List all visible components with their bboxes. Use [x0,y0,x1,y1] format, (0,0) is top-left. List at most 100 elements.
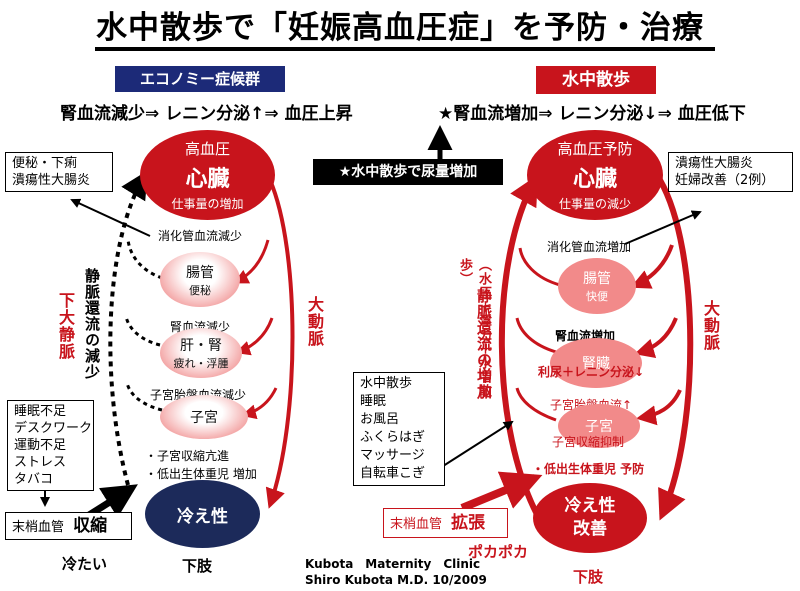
left-symptom-box: 便秘・下痢 潰瘍性大腸炎 [5,152,113,192]
right-activity-6: 自転車こぎ [360,466,426,481]
left-heart-line1: 高血圧 [184,140,230,158]
left-branch-liver [235,317,274,356]
right-heart-line1: 高血圧予防 [557,140,633,158]
left-vein-dotted-arrow [108,170,148,486]
right-activity-arrow [439,420,514,469]
left-peripheral-label: 末梢血管 [12,520,65,535]
right-digestive-flow: 消化管血流増加 [547,240,632,254]
left-uterus-circle: 子宮 [160,395,248,439]
left-cause-box: 睡眠不足 デスクワーク 運動不足 ストレス タバコ [7,400,94,491]
left-uterus-name: 子宮 [190,410,218,426]
right-activity-4: ふくらはぎ [360,430,426,445]
left-cold-circle: 冷え性 [145,480,260,548]
right-cold-circle: 冷え性 改善 [533,483,647,553]
left-dot-uterus [125,382,163,412]
left-branch-intestine [233,239,270,284]
title-underline [95,47,715,51]
right-uterus-sub: 子宮収縮抑制 [552,435,625,449]
right-cold-line2: 改善 [573,519,607,539]
right-kidney-circle: 腎臓 [550,338,642,388]
right-kidney-sub: 利尿＋レニン分泌↓ [538,365,645,379]
right-intestine-circle: 腸管 快便 [558,258,636,314]
left-aorta-label: 大動脈 [305,296,324,347]
right-intestine-sub: 快便 [586,290,608,303]
right-pressure-label: （水圧＋浮力＋水中散歩） [457,258,491,398]
left-cause-4: ストレス [14,455,67,470]
center-urine-banner: ★水中散歩で尿量増加 [313,159,503,185]
right-branch-vein-uterus [515,387,557,422]
left-badge: エコノミー症候群 [115,66,285,92]
right-badge: 水中散歩 [536,66,656,94]
left-lower-limb: 下肢 [182,557,213,575]
right-uterus-circle: 子宮 [558,404,640,448]
left-chain: 腎血流減少⇒ レニン分泌↑⇒ 血圧上昇 [60,104,353,124]
right-cold-line1: 冷え性 [564,496,616,516]
left-effect-1: ・子宮収縮亢進 [145,449,230,463]
right-activity-5: マッサージ [360,448,425,463]
left-liver-kidney-circle: 肝・腎 疲れ・浮腫 [160,328,242,378]
left-cold-feel: 冷たい [62,555,108,573]
left-effect-2: ・低出生体重児 増加 [145,467,257,481]
left-heart-circle: 高血圧 心臓 仕事量の増加 [140,130,275,220]
right-result-box: 潰瘍性大腸炎 妊婦改善（2例） [668,152,793,192]
right-heart-line2: 心臓 [572,167,617,192]
right-warm-feel: ポカポカ [468,543,529,561]
left-liver-kidney-sub: 疲れ・浮腫 [173,357,229,370]
left-aorta-arrow [265,179,295,509]
left-ivc-label: 下大静脈 [56,292,75,360]
credit-line-2: Shiro Kubota M.D. 10/2009 [305,573,487,587]
right-aorta-label: 大動脈 [701,300,720,351]
left-liver-kidney-name: 肝・腎 [180,338,222,354]
right-uterus-name: 子宮 [585,419,613,435]
left-intestine-sub: 便秘 [189,283,211,297]
right-heart-line3: 仕事量の減少 [558,197,631,211]
right-chain: ★腎血流増加⇒ レニン分泌↓⇒ 血圧低下 [438,104,746,124]
right-peripheral-label: 末梢血管 [390,517,443,532]
left-heart-line2: 心臓 [185,167,230,192]
right-branch-vein-intestine [518,247,561,287]
right-result-2: 妊婦改善（2例） [675,173,775,188]
right-vein-label: 静脈還流の増加 [475,288,493,400]
right-aorta-arrow [657,178,694,521]
right-thick-arrow [460,471,543,512]
right-activity-2: 睡眠 [360,394,387,409]
left-symptom-2: 潰瘍性大腸炎 [12,173,91,188]
right-branch-vein-kidney [515,317,557,354]
right-activity-1: 水中散歩 [360,376,413,391]
right-effect: ・低出生体重児 予防 [532,462,645,476]
left-cold-label: 冷え性 [177,506,228,527]
left-digestive-to-symptom-arrow [70,198,151,237]
right-kidney-name: 腎臓 [582,356,610,372]
left-heart-line3: 仕事量の増加 [171,197,244,211]
left-cause-5: タバコ [14,472,54,487]
left-dot-intestine [126,239,163,280]
left-branch-uterus [241,387,278,420]
left-peripheral-box: 末梢血管 収縮 [5,512,132,540]
right-heart-circle: 高血圧予防 心臓 仕事量の減少 [527,130,663,220]
right-lower-limb: 下肢 [573,568,604,586]
left-intestine-name: 腸管 [186,264,214,281]
credit-line-1: Kubota Maternity Clinic [305,557,481,571]
right-result-arrow [624,210,702,245]
left-cause-3: 運動不足 [14,438,67,453]
left-dot-liver [124,315,161,347]
left-vein-label: 静脈還流の減少 [83,268,101,380]
page-title: 水中散歩で「妊娠高血圧症」を予防・治療 [96,10,704,46]
left-digestive-flow: 消化管血流減少 [158,229,243,243]
left-cause-1: 睡眠不足 [14,404,67,419]
right-branch-intestine [630,244,674,289]
left-intestine-circle: 腸管 便秘 [160,252,240,307]
right-result-1: 潰瘍性大腸炎 [675,156,754,171]
right-branch-uterus [636,389,682,426]
right-activity-3: お風呂 [360,412,400,427]
right-peripheral-state: 拡張 [451,513,486,533]
right-activity-box: 水中散歩 睡眠 お風呂 ふくらはぎ マッサージ 自転車こぎ [353,372,445,486]
left-peripheral-state: 収縮 [73,516,108,536]
left-symptom-1: 便秘・下痢 [12,156,78,171]
right-branch-kidney [634,317,678,359]
left-cause-2: デスクワーク [14,421,93,436]
right-intestine-name: 腸管 [583,271,611,287]
right-peripheral-box: 末梢血管 拡張 [383,508,508,538]
